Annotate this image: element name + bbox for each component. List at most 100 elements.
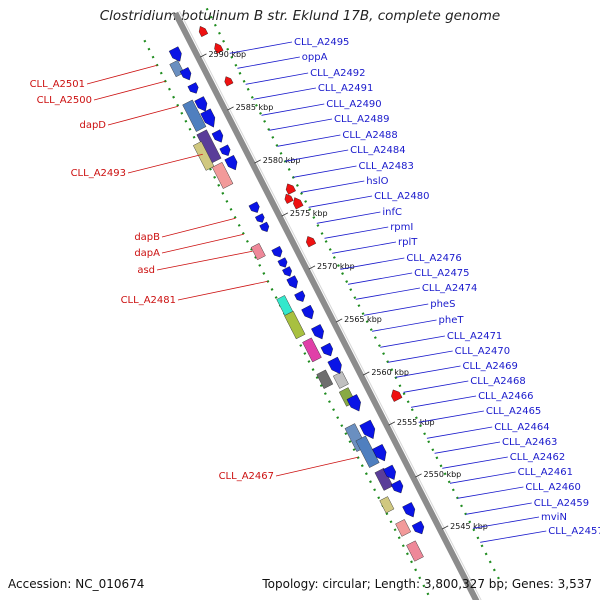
- forward-label-leader: [434, 441, 501, 454]
- feature-block: [169, 59, 185, 78]
- forward-label-leader: [316, 211, 381, 224]
- feature-block: [302, 337, 322, 363]
- scale-tick-label: 2590 kbp: [208, 50, 246, 59]
- forward-label-leader: [261, 103, 325, 116]
- reverse-label-leader: [275, 456, 359, 477]
- forward-label-leader: [347, 272, 413, 285]
- forward-gene-label: CLL_A2474: [422, 283, 477, 294]
- forward-gene-label: CLL_A2464: [494, 422, 549, 433]
- forward-gene-label: CLL_A2491: [318, 83, 373, 94]
- scale-tick-label: 2550 kbp: [424, 470, 462, 479]
- forward-gene-label: CLL_A2468: [470, 376, 525, 387]
- forward-gene: [294, 290, 306, 302]
- forward-gene-label: CLL_A2489: [334, 114, 389, 125]
- forward-label-leader: [418, 410, 484, 423]
- reverse-gene: [198, 26, 209, 37]
- feature-block: [182, 99, 207, 132]
- backbone-highlight: [179, 10, 482, 600]
- feature-block: [379, 496, 395, 514]
- forward-gene: [346, 394, 361, 412]
- forward-gene-label: CLL_A2471: [447, 331, 502, 342]
- reverse-gene-label: CLL_A2493: [71, 168, 126, 179]
- scale-tick: [362, 371, 370, 376]
- scale-tick: [227, 106, 234, 111]
- forward-gene-label: CLL_A2470: [455, 346, 510, 357]
- forward-gene-label: CLL_A2480: [374, 191, 429, 202]
- feature-block: [211, 161, 234, 189]
- forward-label-leader: [363, 303, 429, 316]
- forward-label-leader: [380, 335, 445, 348]
- reverse-gene: [391, 389, 403, 402]
- forward-label-leader: [284, 149, 349, 162]
- reverse-label-leader: [161, 233, 244, 254]
- forward-gene: [390, 479, 404, 494]
- forward-gene: [301, 304, 314, 320]
- reverse-gene-label: CLL_A2481: [121, 295, 176, 306]
- scale-tick: [308, 265, 316, 270]
- forward-label-leader: [237, 56, 300, 69]
- feature-block: [395, 519, 412, 537]
- forward-label-leader: [387, 350, 453, 363]
- accession-text: Accession: NC_010674: [8, 577, 145, 591]
- reverse-gene-label: CLL_A2467: [219, 471, 274, 482]
- forward-gene-label: CLL_A2459: [534, 498, 589, 509]
- forward-gene-label: CLL_A2483: [358, 161, 413, 172]
- reverse-gene-label: CLL_A2500: [37, 95, 92, 106]
- forward-gene: [259, 221, 270, 232]
- forward-gene: [271, 246, 283, 258]
- forward-gene: [320, 342, 333, 357]
- forward-gene-label: CLL_A2460: [525, 482, 580, 493]
- forward-gene: [286, 275, 298, 289]
- scale-tick: [200, 53, 207, 58]
- scale-tick-label: 2545 kbp: [450, 522, 488, 531]
- scale-tick-label: 2565 kbp: [344, 315, 382, 324]
- forward-gene-label: CLL_A2476: [406, 253, 461, 264]
- forward-label-leader: [277, 134, 341, 147]
- reverse-label-leader: [177, 280, 268, 301]
- forward-gene-label: CLL_A2463: [502, 437, 557, 448]
- forward-label-leader: [245, 72, 309, 85]
- forward-label-leader: [300, 180, 365, 193]
- feature-block: [406, 540, 424, 562]
- scale-tick: [415, 473, 422, 478]
- reverse-gene: [284, 193, 294, 204]
- forward-label-leader: [253, 87, 316, 100]
- feature-block: [284, 310, 306, 340]
- forward-gene: [359, 419, 376, 439]
- reverse-gene-label: CLL_A2501: [30, 79, 85, 90]
- outer-dotted-ring: [205, 7, 503, 585]
- forward-label-leader: [308, 195, 373, 208]
- forward-gene-label: CLL_A2461: [518, 467, 573, 478]
- reverse-label-leader: [161, 217, 236, 238]
- reverse-gene-label: dapA: [134, 248, 160, 259]
- forward-gene: [311, 324, 324, 340]
- forward-gene-label: hslO: [366, 176, 388, 187]
- scale-tick-label: 2575 kbp: [290, 209, 328, 218]
- forward-gene-label: pheS: [430, 299, 455, 310]
- scale-tick-label: 2555 kbp: [397, 418, 435, 427]
- scale-tick-label: 2580 kbp: [263, 156, 301, 165]
- forward-gene: [200, 108, 216, 128]
- forward-label-leader: [340, 257, 405, 270]
- reverse-label-leader: [156, 250, 253, 271]
- forward-gene-label: CLL_A2469: [462, 361, 517, 372]
- forward-gene: [372, 444, 387, 462]
- map-title: Clostridium botulinum B str. Eklund 17B,…: [99, 8, 501, 24]
- forward-gene: [282, 266, 292, 277]
- forward-gene: [248, 201, 260, 213]
- forward-label-leader: [426, 426, 493, 439]
- forward-label-leader: [324, 226, 389, 239]
- forward-label-leader: [442, 456, 508, 469]
- reverse-gene-label: dapB: [134, 232, 160, 243]
- forward-gene: [179, 67, 192, 81]
- scale-tick: [441, 525, 449, 530]
- forward-gene: [255, 213, 265, 223]
- reverse-gene-label: asd: [137, 265, 155, 276]
- forward-label-leader: [269, 118, 333, 131]
- feature-block: [193, 141, 215, 171]
- forward-label-leader: [395, 365, 461, 378]
- forward-label-leader: [410, 395, 477, 408]
- reverse-gene-label: dapD: [79, 120, 106, 131]
- reverse-label-leader: [86, 64, 158, 85]
